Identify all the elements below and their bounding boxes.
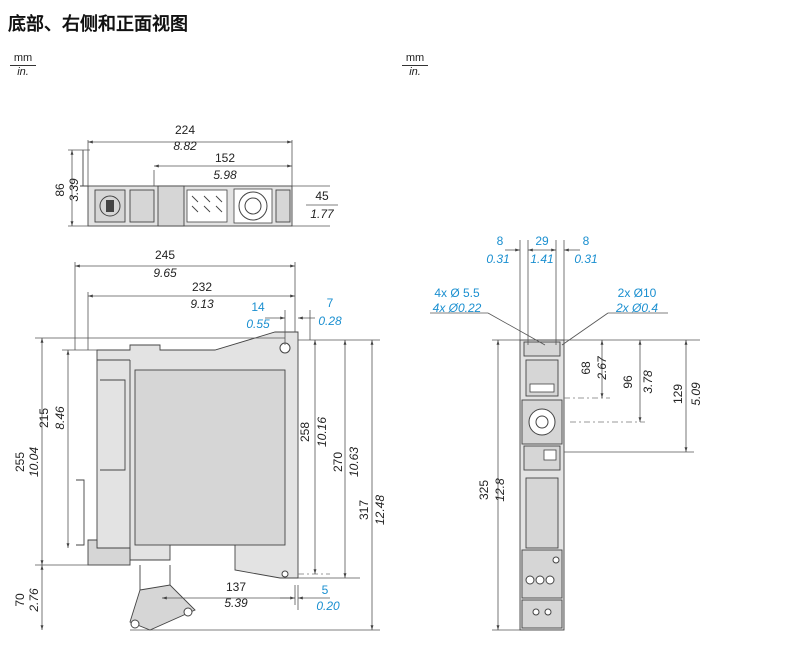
dim-245-in: 9.65 [153,266,177,280]
holes-large-in: 2x Ø0.4 [615,301,658,315]
dim-215-in: 8.46 [53,406,67,430]
dim-152-mm: 152 [215,151,235,165]
dim-86-mm: 86 [53,183,67,197]
dim-5-mm: 5 [322,583,329,597]
dim-245-mm: 245 [155,248,175,262]
dim-68-mm: 68 [579,361,593,375]
dim-325-mm: 325 [477,480,491,500]
dim-325-in: 12.8 [493,478,507,502]
dim-317-mm: 317 [357,500,371,520]
dim-front-center-in: 1.41 [530,252,553,266]
dim-129-mm: 129 [671,384,685,404]
dim-137-mm: 137 [226,580,246,594]
holes-large-mm: 2x Ø10 [618,286,657,300]
dim-232-mm: 232 [192,280,212,294]
dim-front-left-in: 0.31 [486,252,509,266]
dim-215-mm: 215 [37,408,51,428]
dim-152-in: 5.98 [213,168,237,182]
unit-in: in. [409,66,421,78]
unit-mm: mm [402,52,428,66]
dim-70-in: 2.76 [27,588,41,613]
dim-96-mm: 96 [621,375,635,389]
dim-137-in: 5.39 [224,596,248,610]
dim-front-right-mm: 8 [583,234,590,248]
dim-14-mm: 14 [251,300,265,314]
dim-232-in: 9.13 [190,297,214,311]
dim-96-in: 3.78 [641,370,655,394]
front-view [430,240,700,631]
dim-front-left-mm: 8 [497,234,504,248]
holes-small-in: 4x Ø0.22 [433,301,482,315]
bottom-view [68,140,338,227]
side-view [35,262,380,631]
dim-258-in: 10.16 [315,417,329,447]
dim-14-in: 0.55 [246,317,270,331]
unit-legend-right: mm in. [402,52,428,79]
dim-7-mm: 7 [327,296,334,310]
dim-224-in: 8.82 [173,139,197,153]
dim-317-in: 12.48 [373,495,387,525]
unit-in: in. [17,66,29,78]
holes-small-mm: 4x Ø 5.5 [434,286,480,300]
page-title: 底部、右侧和正面视图 [8,14,188,35]
dim-68-in: 2.67 [595,355,609,381]
unit-mm: mm [10,52,36,66]
dim-129-in: 5.09 [689,382,703,406]
dim-70-mm: 70 [13,593,27,607]
dim-45-mm: 45 [315,189,329,203]
dim-5-in: 0.20 [316,599,340,613]
dim-45-in: 1.77 [310,207,335,221]
dim-270-mm: 270 [331,452,345,472]
dim-255-in: 10.04 [27,447,41,477]
dim-front-center-mm: 29 [535,234,549,248]
dim-224-mm: 224 [175,123,195,137]
dim-255-mm: 255 [13,452,27,472]
dim-86-in: 3.39 [67,178,81,202]
dim-258-mm: 258 [298,422,312,442]
unit-legend-left: mm in. [10,52,36,79]
dim-7-in: 0.28 [318,314,342,328]
dim-front-right-in: 0.31 [574,252,597,266]
dim-270-in: 10.63 [347,447,361,477]
